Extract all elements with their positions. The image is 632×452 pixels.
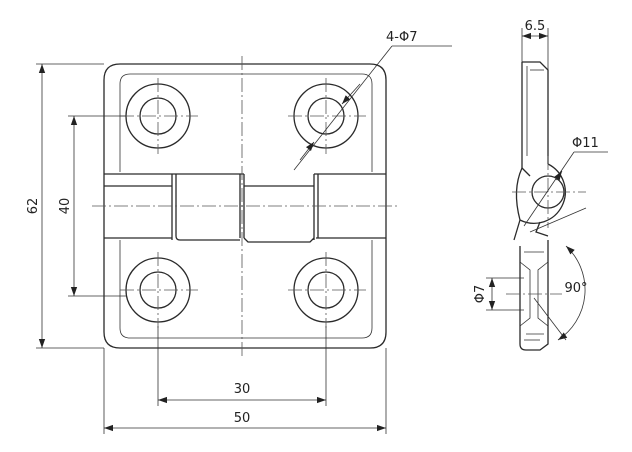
- dim-40: 40: [58, 115, 126, 297]
- side-upper-leaf: [521, 61, 549, 177]
- knuckle-band: [103, 172, 387, 243]
- dim-30-label: 30: [234, 382, 251, 397]
- top-leaf: [103, 63, 387, 172]
- front-view: 62 40 30 50 4-Φ7: [26, 30, 452, 434]
- front-centerlines: [92, 56, 398, 356]
- hole-bottom-left: [125, 257, 191, 323]
- bottom-leaf: [103, 240, 387, 349]
- dim-angle-90: 90°: [529, 207, 588, 341]
- dim-62-label: 62: [26, 198, 41, 215]
- dim-6-5: 6.5: [521, 19, 549, 70]
- dim-50-label: 50: [234, 411, 251, 426]
- side-view: 6.5 Φ11 Φ7 90°: [473, 19, 608, 351]
- hole-top-left: [125, 83, 191, 149]
- hole-bottom-right: [293, 257, 359, 323]
- dim-phi-11-label: Φ11: [572, 136, 599, 151]
- dim-angle-90-label: 90°: [564, 281, 587, 296]
- hole-callout: 4-Φ7: [293, 30, 452, 171]
- dim-6-5-label: 6.5: [525, 19, 546, 34]
- dim-40-label: 40: [58, 198, 73, 215]
- hole-top-right: [293, 83, 359, 149]
- dim-62: 62: [26, 63, 104, 349]
- side-knuckle: [512, 156, 586, 228]
- dim-phi-7: Φ7: [473, 277, 524, 311]
- side-lower-leaf: [506, 219, 562, 351]
- dim-50: 50: [103, 348, 387, 434]
- dim-phi-11: Φ11: [523, 136, 608, 227]
- dim-30: 30: [157, 326, 327, 406]
- hole-callout-label: 4-Φ7: [386, 30, 417, 45]
- dim-phi-7-label: Φ7: [473, 285, 488, 304]
